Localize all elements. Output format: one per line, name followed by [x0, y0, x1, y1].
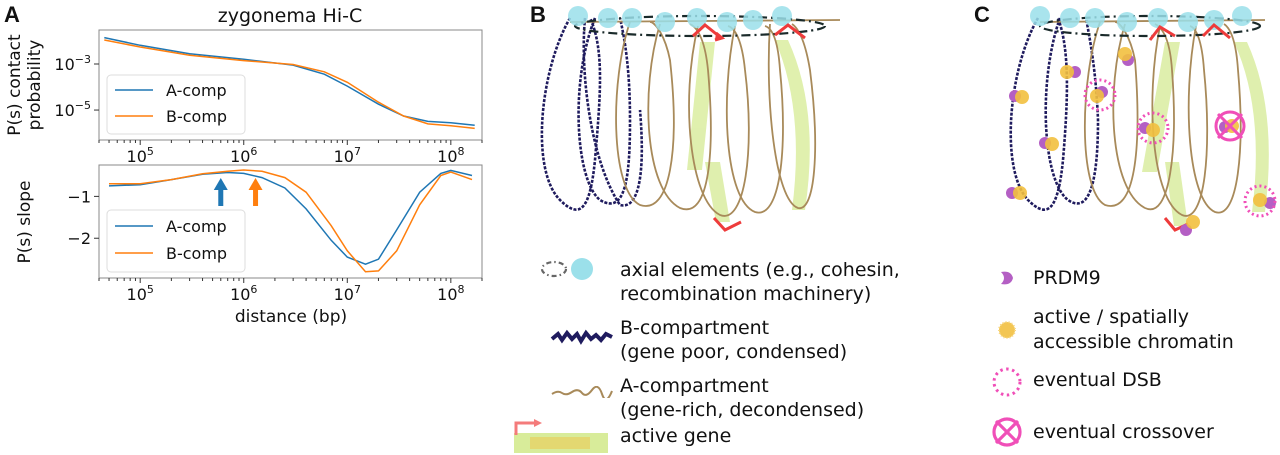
- legend-label-crossover: eventual crossover: [1033, 421, 1214, 443]
- x-tick-label: 107: [334, 283, 361, 304]
- legend-label-prdm9: PRDM9: [1033, 267, 1101, 289]
- y-axis-label-line2: probability: [25, 40, 45, 131]
- legend-label-axial-elements-line2: recombination machinery): [620, 283, 872, 305]
- legend-label-accessible-chromatin-line1: active / spatially: [1033, 306, 1190, 328]
- dsb-sites: [1083, 78, 1277, 218]
- y-axis-label-line1: P(s) contact: [5, 34, 25, 136]
- legend-label-b-compartment-line2: (gene poor, condensed): [620, 341, 848, 363]
- legend-label-b-compartment-line1: B-compartment: [620, 317, 770, 339]
- accessible-chromatin-sites: [1013, 47, 1267, 229]
- x-tick-label: 107: [334, 145, 361, 166]
- y-tick-label: 10−5: [54, 99, 91, 120]
- legend-label-accessible-chromatin-line2: accessible chromatin: [1033, 331, 1234, 353]
- panel-letter-c: C: [974, 2, 990, 27]
- axial-element-dashes: [573, 14, 827, 38]
- legend: A-comp B-comp: [106, 74, 246, 135]
- x-tick-label: 106: [230, 145, 257, 166]
- axial-elements-icon: [540, 258, 593, 280]
- panel-letter-a: A: [4, 2, 20, 27]
- contact-probability-plot: zygonema Hi-C 105 106 107 108 10−3 10−5 P(s)…: [5, 5, 483, 166]
- series-line-b-comp: [104, 39, 475, 130]
- tss-arrows: [691, 23, 806, 232]
- annotation-arrow-a-comp: [213, 178, 228, 206]
- axial-element-spheres: [1030, 6, 1252, 32]
- legend-label-a-comp: A-comp: [166, 81, 227, 100]
- a-compartment-icon: [551, 386, 613, 398]
- x-tick-label: 108: [437, 283, 464, 304]
- y-axis-label: P(s) slope: [15, 180, 35, 263]
- panel-c-loop-diagram: [1006, 6, 1277, 236]
- series-line-b-comp: [109, 169, 473, 273]
- y-tick-label: 10−3: [54, 53, 91, 74]
- active-gene-highlights: [1142, 42, 1269, 226]
- a-compartment-loops: [1039, 19, 1266, 217]
- legend-label-a-comp: A-comp: [166, 217, 227, 236]
- y-tick-label: −1: [67, 187, 91, 206]
- b-compartment-icon: [550, 329, 613, 345]
- crossover-icon: [992, 417, 1022, 447]
- b-compartment-loops: [540, 17, 644, 211]
- plot-frame: [98, 164, 483, 279]
- legend-label-a-compartment-line2: (gene-rich, decondensed): [620, 399, 865, 421]
- panel-b-loop-diagram: [540, 6, 841, 232]
- x-tick-label: 105: [127, 283, 154, 304]
- panel-a-charts: zygonema Hi-C 105 106 107 108 10−3 10−5 P(s)…: [5, 5, 483, 327]
- crossover-site: [1214, 110, 1246, 142]
- chart-title: zygonema Hi-C: [218, 5, 363, 27]
- legend-label-a-compartment-line1: A-compartment: [620, 375, 769, 397]
- y-tick-label: −2: [67, 229, 91, 248]
- accessible-chromatin-icon: [998, 321, 1016, 339]
- annotation-arrow-b-comp: [248, 178, 263, 206]
- panel-letter-b: B: [530, 2, 546, 27]
- legend-label-axial-elements-line1: axial elements (e.g., cohesin,: [620, 259, 900, 281]
- legend-label-active-gene: active gene: [620, 425, 732, 447]
- plot-frame: [98, 29, 483, 141]
- dsb-icon: [992, 367, 1022, 397]
- legend: A-comp B-comp: [106, 209, 246, 273]
- prdm9-icon: [1001, 271, 1013, 285]
- x-axis-label: distance (bp): [235, 307, 347, 327]
- x-tick-label: 108: [437, 145, 464, 166]
- series-line-a-comp: [104, 36, 475, 126]
- x-tick-label: 105: [127, 145, 154, 166]
- x-tick-label: 106: [230, 283, 257, 304]
- legend-label-dsb: eventual DSB: [1033, 369, 1162, 391]
- active-gene-icon: [514, 419, 608, 453]
- slope-plot: 105 106 107 108 −1 −2 P(s) slope distance (b…: [15, 164, 483, 327]
- legend-label-b-comp: B-comp: [166, 107, 227, 126]
- legend-label-b-comp: B-comp: [166, 244, 227, 263]
- axial-element-spheres: [568, 6, 792, 32]
